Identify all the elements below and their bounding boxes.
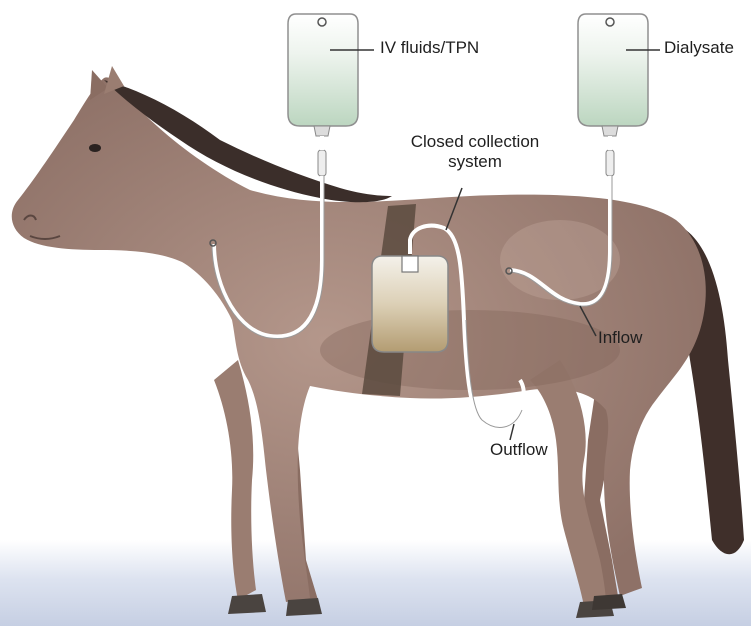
- collection-bag-connector: [402, 256, 418, 272]
- dialysate-bag: [578, 14, 648, 176]
- inflow-label: Inflow: [598, 328, 642, 348]
- outflow-label-leader: [510, 424, 514, 440]
- iv-drip-chamber: [318, 150, 326, 176]
- horse-eye: [89, 144, 101, 152]
- dialysate-label: Dialysate: [664, 38, 734, 58]
- iv-bag-port: [314, 126, 330, 136]
- horse-hoof-front-near: [228, 594, 266, 614]
- dialysate-drip-chamber: [606, 150, 614, 176]
- outflow-label: Outflow: [490, 440, 548, 460]
- dialysate-bag-port: [602, 126, 618, 136]
- horse-hoof-hind-far: [592, 594, 626, 610]
- iv-fluids-bag: [288, 14, 358, 176]
- horse-hoof-front-far: [286, 598, 322, 616]
- closed-collection-bag: [372, 256, 448, 352]
- iv-bag-body: [288, 14, 358, 126]
- closed-collection-label-line1: Closed collection: [394, 132, 556, 152]
- iv-fluids-label: IV fluids/TPN: [380, 38, 479, 58]
- closed-collection-label-line2: system: [394, 152, 556, 172]
- dialysate-bag-body: [578, 14, 648, 126]
- closed-collection-label: Closed collection system: [394, 132, 556, 172]
- horse-flank-highlight: [500, 220, 620, 300]
